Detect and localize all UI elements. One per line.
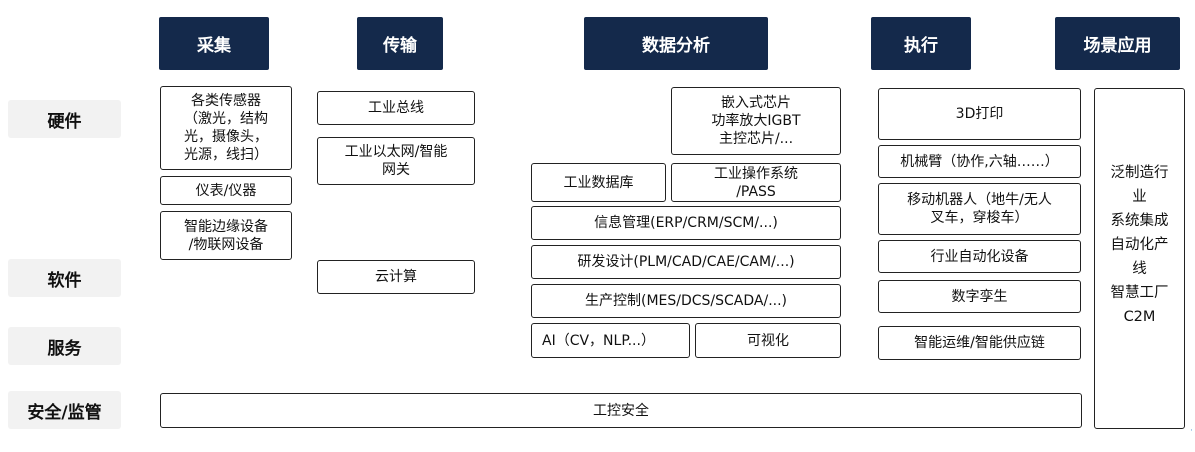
box-ics-security: 工控安全 <box>160 393 1082 428</box>
header-analysis: 数据分析 <box>584 17 768 70</box>
box-edge-devices: 智能边缘设备 /物联网设备 <box>160 211 292 260</box>
box-sensors: 各类传感器 （激光，结构 光，摄像头， 光源，线扫） <box>160 86 292 170</box>
box-visualization: 可视化 <box>695 323 841 358</box>
box-industrial-ethernet: 工业以太网/智能 网关 <box>317 137 475 185</box>
box-digital-twin: 数字孪生 <box>878 280 1081 313</box>
row-label-service: 服务 <box>8 327 121 365</box>
box-production-control: 生产控制(MES/DCS/SCADA/...) <box>531 284 841 318</box>
box-industrial-database: 工业数据库 <box>531 163 666 202</box>
header-execute: 执行 <box>871 17 971 70</box>
box-robot-arm: 机械臂（协作,六轴……） <box>878 145 1081 178</box>
header-transmit: 传输 <box>357 17 443 70</box>
row-label-hardware: 硬件 <box>8 100 121 138</box>
box-industrial-bus: 工业总线 <box>317 91 475 125</box>
box-mobile-robot: 移动机器人（地牛/无人 叉车，穿梭车） <box>878 183 1081 235</box>
box-automation-equipment: 行业自动化设备 <box>878 240 1081 273</box>
box-ai: AI（CV，NLP...） <box>531 323 690 358</box>
box-cloud-computing: 云计算 <box>317 260 475 294</box>
decorative-dot: · <box>1190 426 1193 436</box>
row-label-software: 软件 <box>8 259 121 297</box>
box-rnd-design: 研发设计(PLM/CAD/CAE/CAM/...) <box>531 245 841 279</box>
box-meters: 仪表/仪器 <box>160 176 292 205</box>
header-scenario: 场景应用 <box>1055 17 1180 70</box>
box-industrial-os: 工业操作系统 /PASS <box>671 163 841 202</box>
box-smart-ops: 智能运维/智能供应链 <box>878 326 1081 360</box>
box-scenarios: 泛制造行 业 系统集成 自动化产 线 智慧工厂 C2M <box>1094 88 1185 429</box>
box-3d-printing: 3D打印 <box>878 88 1081 140</box>
box-chips: 嵌入式芯片 功率放大IGBT 主控芯片/... <box>671 87 841 155</box>
header-collect: 采集 <box>159 17 269 70</box>
row-label-security: 安全/监管 <box>8 391 121 429</box>
box-info-management: 信息管理(ERP/CRM/SCM/...) <box>531 206 841 240</box>
